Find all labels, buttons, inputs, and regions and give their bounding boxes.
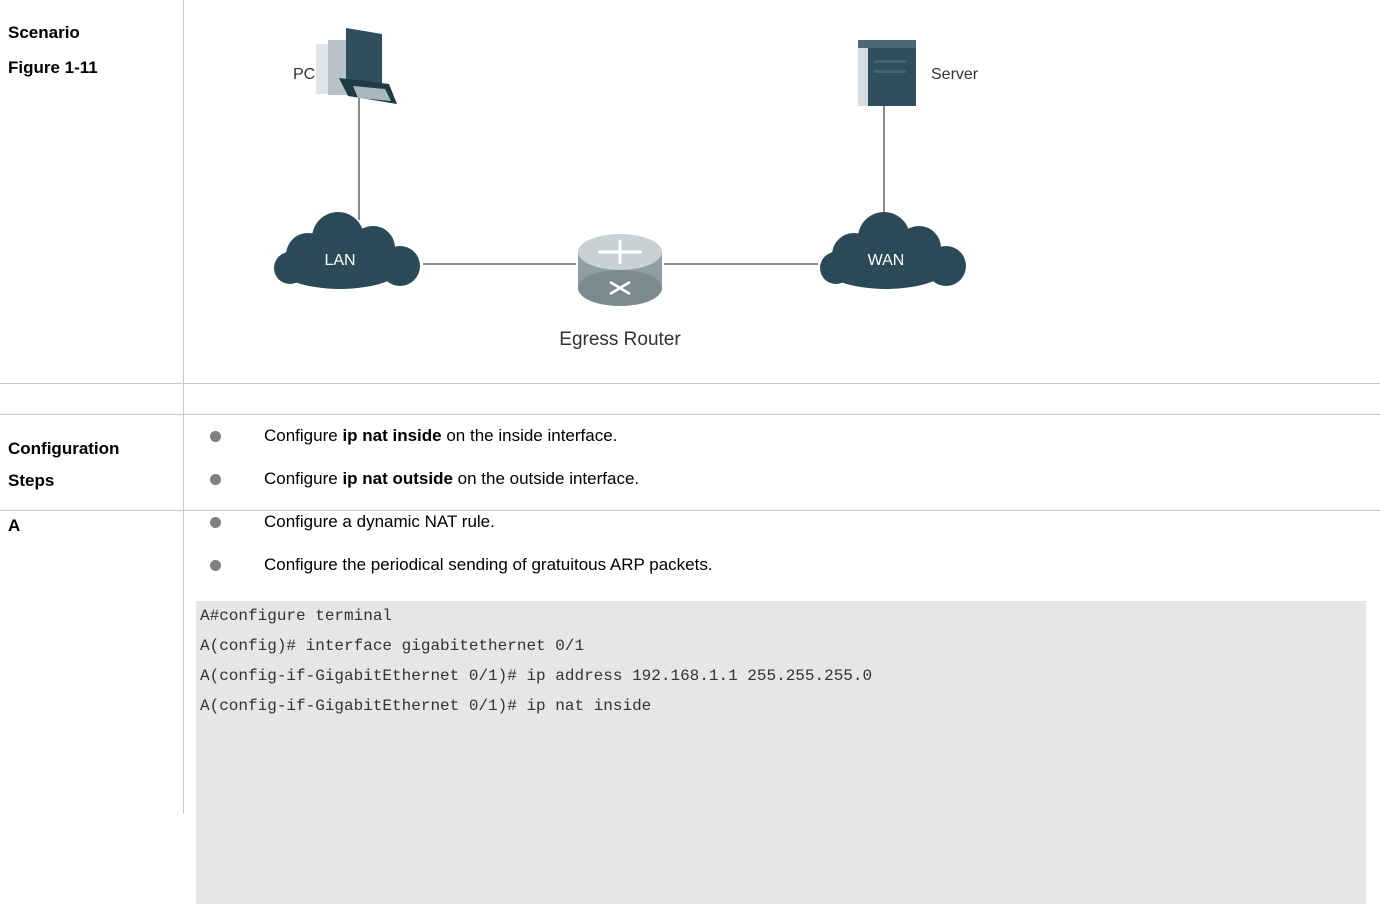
config-steps-label-2: Steps: [8, 471, 55, 490]
column-divider: [183, 0, 184, 814]
pc-icon: [316, 28, 397, 104]
code-block: A#configure terminal A(config)# interfac…: [196, 601, 1366, 904]
bullet-icon: [210, 473, 221, 485]
code-line: A#configure terminal: [200, 607, 393, 625]
server-label: Server: [931, 66, 979, 83]
code-line: A(config-if-GigabitEthernet 0/1)# ip nat…: [200, 697, 652, 715]
list-item: Configure the periodical sending of grat…: [210, 550, 713, 580]
bullet-icon: [210, 559, 221, 571]
step-text: Configure ip nat outside on the outside …: [264, 469, 640, 488]
code-line: A(config)# interface gigabitethernet 0/1: [200, 637, 585, 655]
list-item: Configure ip nat outside on the outside …: [210, 464, 639, 494]
bullet-icon: [210, 516, 221, 528]
step-text: Configure ip nat inside on the inside in…: [264, 426, 618, 445]
device-label: A: [8, 516, 21, 535]
step-text: Configure the periodical sending of grat…: [264, 555, 713, 574]
row-divider: [0, 510, 1380, 511]
lan-label: LAN: [324, 252, 355, 269]
pc-label: PC: [293, 66, 315, 83]
list-item: Configure a dynamic NAT rule.: [210, 507, 495, 537]
topology-figure: PC Server LAN WAN Egress Router: [274, 28, 979, 350]
step-text: Configure a dynamic NAT rule.: [264, 512, 495, 531]
bullet-icon: [210, 430, 221, 442]
row-divider: [0, 414, 1380, 415]
scenario-label: Scenario: [8, 23, 80, 42]
config-steps-label: Configuration: [8, 439, 120, 458]
list-item: Configure ip nat inside on the inside in…: [210, 421, 617, 451]
router-icon: [578, 234, 662, 306]
wan-cloud-icon: [820, 212, 966, 289]
server-icon: [858, 40, 916, 106]
router-label: Egress Router: [559, 329, 681, 350]
row-divider: [0, 383, 1380, 384]
figure-number-label: Figure 1-11: [8, 58, 98, 77]
wan-label: WAN: [868, 252, 905, 269]
lan-cloud-icon: [274, 212, 420, 289]
code-line: A(config-if-GigabitEthernet 0/1)# ip add…: [200, 667, 873, 685]
